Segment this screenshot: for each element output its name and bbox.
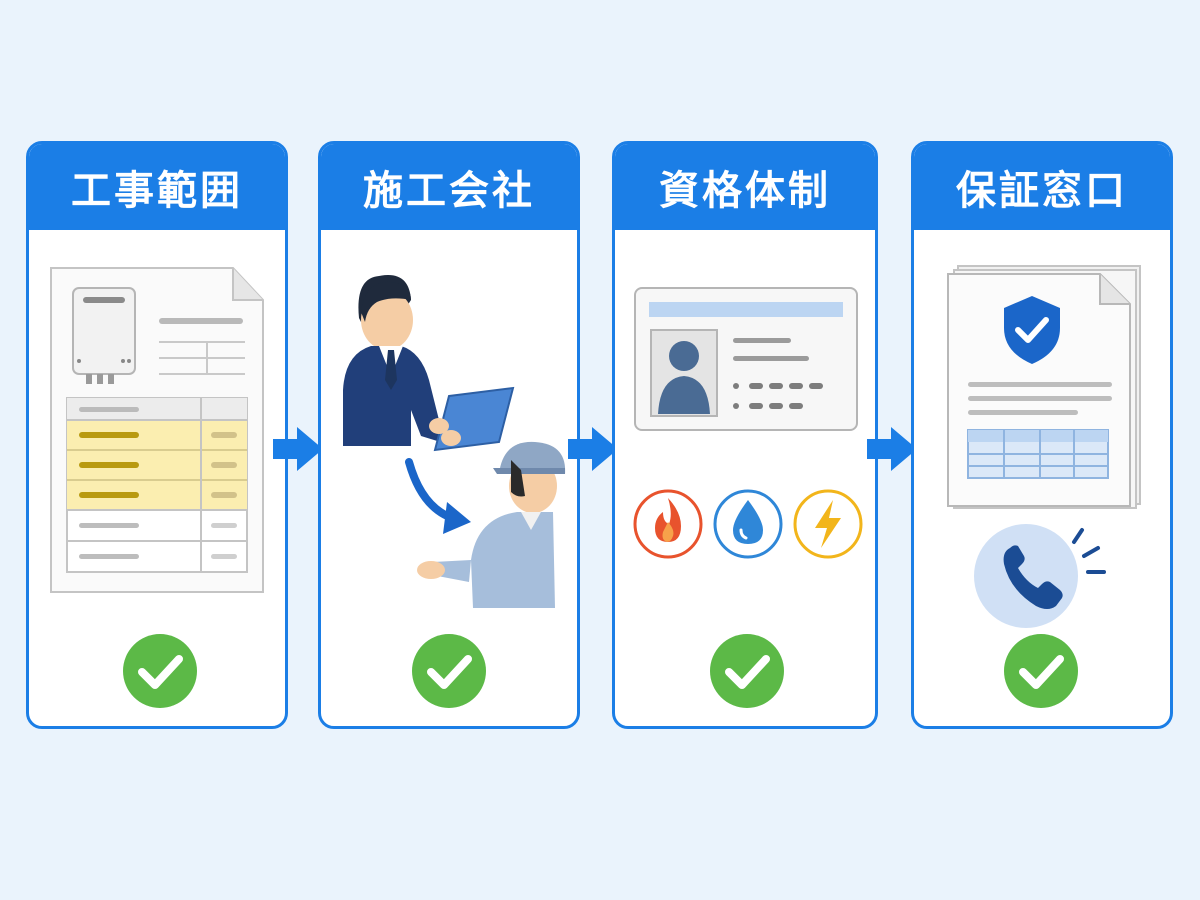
warranty-contact-icon — [947, 265, 1141, 628]
check-icon — [412, 634, 486, 708]
arrow-right-icon — [273, 427, 323, 471]
check-icon — [123, 634, 197, 708]
card-title: 保証窓口 — [956, 168, 1128, 214]
card-header: 資格体制 — [615, 144, 875, 230]
step-card-contractor: 施工会社 — [318, 141, 580, 729]
water-drop-icon — [713, 489, 783, 559]
quote-document-icon — [50, 267, 264, 593]
check-icon — [710, 634, 784, 708]
arrow-right-icon — [568, 427, 618, 471]
card-title: 資格体制 — [659, 168, 831, 214]
step-card-scope: 工事範囲 — [26, 141, 288, 729]
card-title: 施工会社 — [363, 168, 535, 214]
handover-icon — [343, 275, 566, 608]
fire-icon — [633, 489, 703, 559]
arrow-right-icon — [867, 427, 917, 471]
card-header: 保証窓口 — [914, 144, 1170, 230]
card-header: 施工会社 — [321, 144, 577, 230]
step-card-warranty: 保証窓口 — [911, 141, 1173, 729]
card-title: 工事範囲 — [71, 168, 243, 214]
lightning-icon — [793, 489, 863, 559]
license-card-icon — [633, 287, 863, 559]
card-header: 工事範囲 — [29, 144, 285, 230]
step-card-qualification: 資格体制 — [612, 141, 878, 729]
check-icon — [1004, 634, 1078, 708]
